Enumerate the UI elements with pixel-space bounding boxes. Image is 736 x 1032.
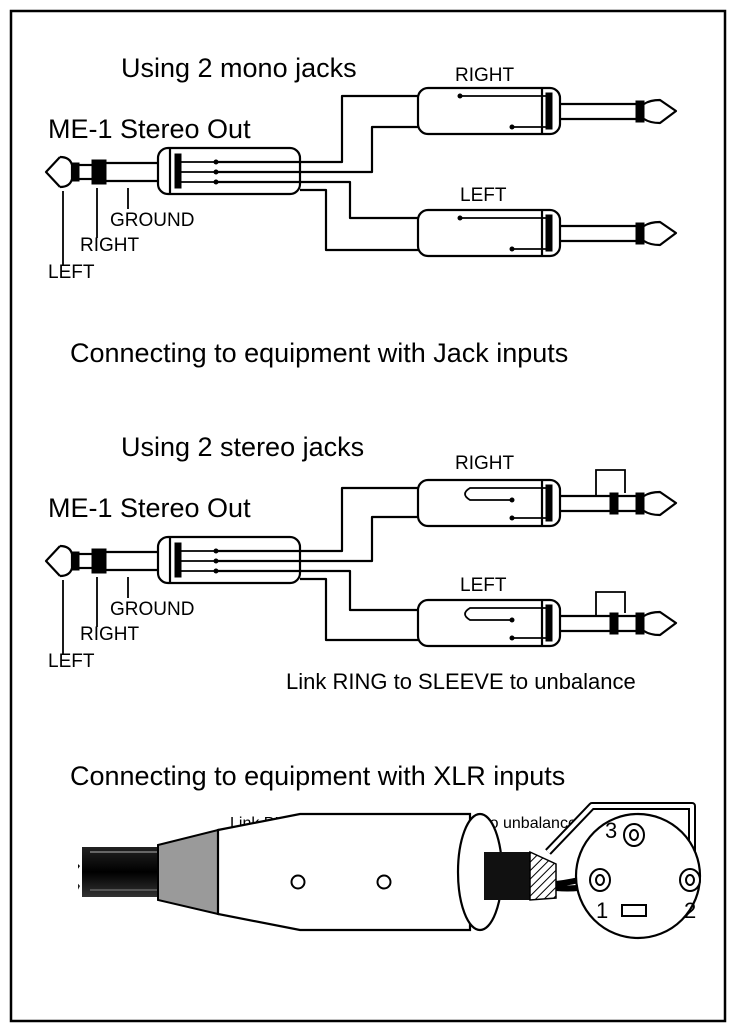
trs-plug-2: [44, 535, 302, 654]
section-stereo-jacks: Using 2 stereo jacks ME-1 Stereo Out RIG…: [44, 432, 678, 694]
pin-right-2: RIGHT: [80, 624, 140, 645]
plug-left-label-1: LEFT: [460, 185, 507, 206]
pin-left-2: LEFT: [48, 651, 95, 672]
wires-1: [216, 94, 418, 252]
section-mono-jacks: Using 2 mono jacks ME-1 Stereo Out RIGHT…: [44, 53, 678, 368]
xlr-pin1-label: 1: [596, 898, 608, 923]
plug-left-label-2: LEFT: [460, 575, 507, 596]
source-label-1: ME-1 Stereo Out: [48, 114, 251, 144]
note-link-ring: Link RING to SLEEVE to unbalance: [286, 669, 636, 694]
subtitle-mono: Using 2 mono jacks: [121, 53, 357, 83]
xlr-cable: [72, 847, 162, 897]
source-label-2: ME-1 Stereo Out: [48, 493, 251, 523]
xlr-pin2-label: 2: [684, 898, 696, 923]
xlr-body-hole-1: [290, 874, 306, 890]
wires-2: [216, 486, 418, 642]
subtitle-stereo: Using 2 stereo jacks: [121, 432, 364, 462]
heading-xlr-inputs: Connecting to equipment with XLR inputs: [70, 761, 565, 791]
xlr-pin-face: [574, 812, 702, 940]
pin-right-1: RIGHT: [80, 235, 140, 256]
mono-plug-left: [416, 208, 678, 258]
plug-right-label-1: RIGHT: [455, 65, 515, 86]
section-xlr: Connecting to equipment with XLR inputs …: [70, 761, 702, 940]
xlr-body-hole-2: [376, 874, 392, 890]
xlr-connector-body: [216, 812, 557, 932]
heading-jack-inputs: Connecting to equipment with Jack inputs: [70, 338, 568, 368]
page-border: [9, 9, 727, 1023]
pin-ground-2: GROUND: [110, 599, 194, 620]
pin-left-1: LEFT: [48, 262, 95, 283]
stereo-plug-right: [416, 469, 678, 528]
xlr-strain-relief: [157, 828, 219, 916]
plug-right-label-2: RIGHT: [455, 453, 515, 474]
xlr-pin3-label: 3: [605, 818, 617, 843]
mono-plug-right: [416, 86, 678, 136]
pin-ground-1: GROUND: [110, 210, 194, 231]
stereo-plug-left: [416, 591, 678, 648]
